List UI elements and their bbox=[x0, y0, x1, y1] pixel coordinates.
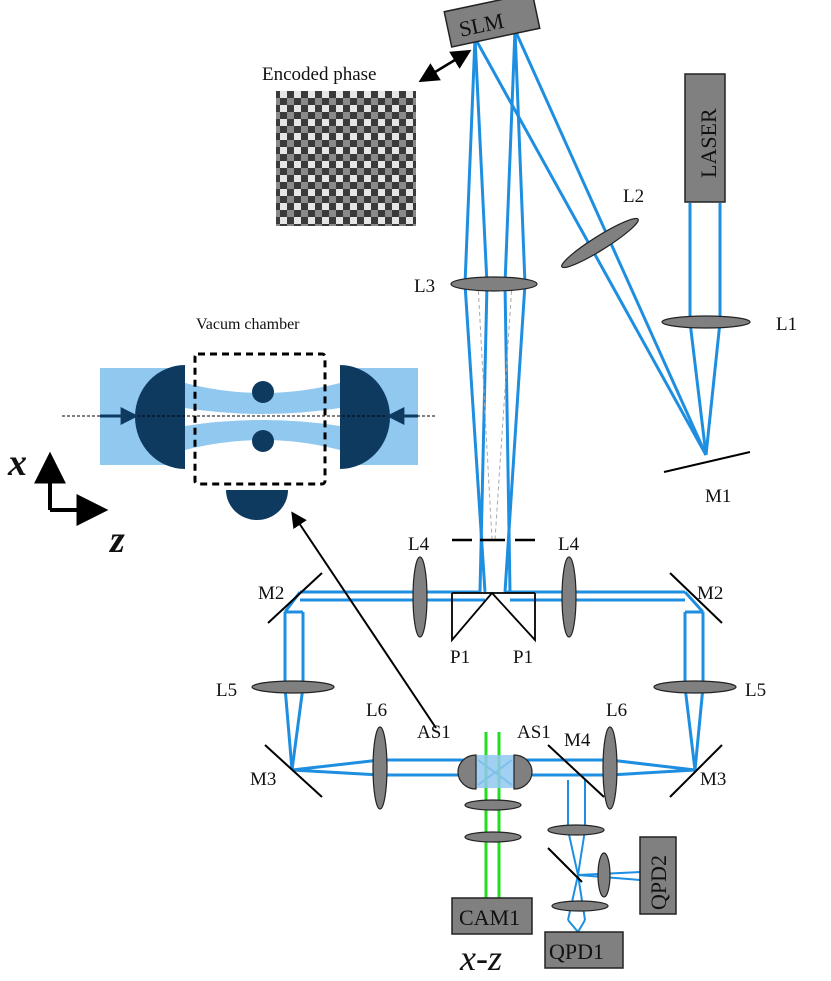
l6-left-label: L6 bbox=[366, 700, 387, 721]
mirror-m1: M1 bbox=[663, 451, 751, 507]
prism-p1: P1 P1 bbox=[450, 591, 536, 668]
l2-label: L2 bbox=[623, 186, 644, 207]
m3-right-label: M3 bbox=[700, 769, 726, 790]
m2-right-label: M2 bbox=[697, 583, 723, 604]
m2-left-label: M2 bbox=[258, 583, 284, 604]
detector-qpd1: QPD1 bbox=[544, 931, 624, 969]
as1-left-label: AS1 bbox=[417, 722, 451, 743]
inset-pointer-arrow bbox=[291, 511, 437, 729]
mirror-m2-left: M2 bbox=[258, 572, 323, 624]
beam-paths bbox=[283, 29, 722, 933]
mirror-m4: M4 bbox=[547, 730, 605, 798]
lens-l5-left: L5 bbox=[216, 680, 335, 701]
as1-right-label: AS1 bbox=[517, 722, 551, 743]
p1-right-label: P1 bbox=[513, 647, 533, 668]
trap-objectives: AS1 AS1 bbox=[417, 722, 551, 790]
particle-bottom bbox=[252, 430, 274, 452]
mirror-m3-right: M3 bbox=[669, 744, 726, 798]
lens-l4-right: L4 bbox=[558, 534, 580, 638]
encoded-phase: Encoded phase bbox=[262, 49, 472, 226]
cam1-label: CAM1 bbox=[459, 905, 520, 930]
qpd-optics bbox=[547, 824, 611, 912]
l1-label: L1 bbox=[776, 314, 797, 335]
lens-l2: L2 bbox=[561, 186, 644, 269]
m1-label: M1 bbox=[705, 486, 731, 507]
imaging-lenses bbox=[464, 799, 522, 843]
m4-label: M4 bbox=[564, 730, 591, 751]
laser-device: LASER bbox=[684, 73, 726, 203]
phase-pattern bbox=[276, 91, 416, 226]
axes-indicator: x z bbox=[7, 442, 125, 561]
mirror-m2-right: M2 bbox=[669, 572, 723, 624]
p1-left-label: P1 bbox=[450, 647, 470, 668]
vacuum-chamber-label: Vacum chamber bbox=[196, 316, 300, 333]
l4-right-label: L4 bbox=[558, 534, 580, 555]
laser-label: LASER bbox=[696, 108, 721, 178]
lens-l6-left: L6 bbox=[366, 700, 388, 810]
lens-l5-right: L5 bbox=[653, 680, 766, 701]
lens-l4-left: L4 bbox=[408, 534, 430, 638]
vacuum-chamber-inset: Vacum chamber bbox=[62, 316, 437, 520]
l6-right-label: L6 bbox=[606, 700, 627, 721]
axis-z-label: z bbox=[108, 519, 125, 561]
lens-l1: L1 bbox=[661, 314, 797, 335]
lens-l6-right: L6 bbox=[602, 700, 627, 810]
l5-left-label: L5 bbox=[216, 680, 237, 701]
l5-right-label: L5 bbox=[745, 680, 766, 701]
qpd2-label: QPD2 bbox=[646, 855, 671, 910]
particle-top bbox=[252, 381, 274, 403]
camera-cam1: CAM1 bbox=[451, 897, 533, 935]
l3-label: L3 bbox=[414, 276, 435, 297]
encoded-phase-label: Encoded phase bbox=[262, 64, 376, 85]
mirror-m3-left: M3 bbox=[250, 744, 323, 798]
detector-qpd2: QPD2 bbox=[639, 836, 677, 915]
view-label: x-z bbox=[459, 938, 502, 978]
qpd1-label: QPD1 bbox=[549, 939, 604, 964]
lens-l3: L3 bbox=[414, 276, 538, 297]
axis-x-label: x bbox=[7, 442, 27, 484]
l4-left-label: L4 bbox=[408, 534, 430, 555]
m3-left-label: M3 bbox=[250, 769, 276, 790]
slm-device: SLM bbox=[443, 0, 541, 48]
